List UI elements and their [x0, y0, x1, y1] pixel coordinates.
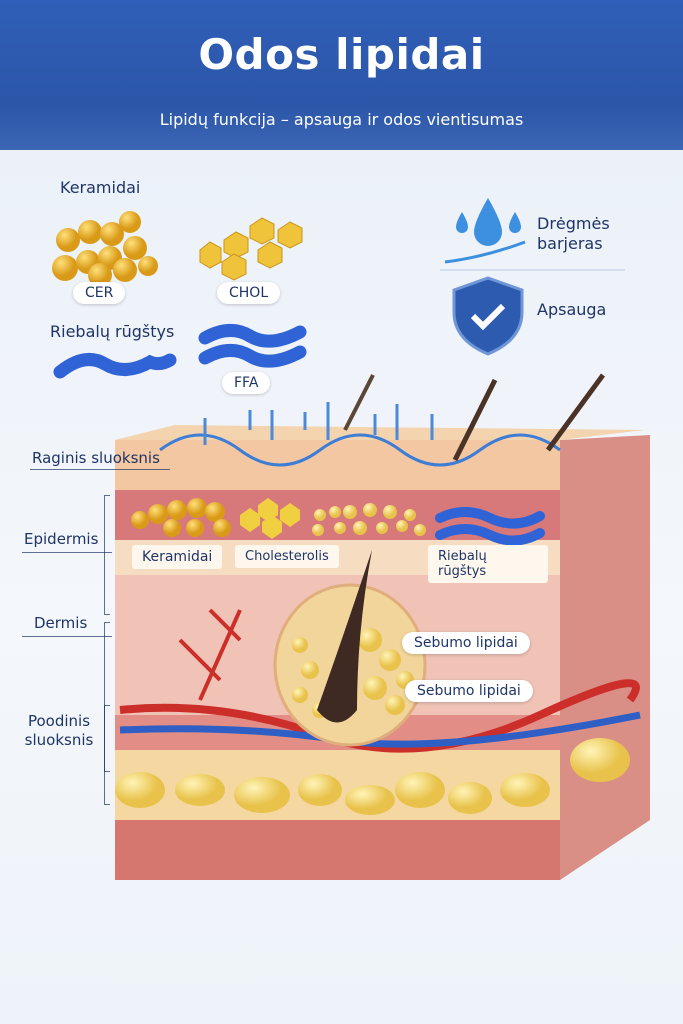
fatty-acids-heading: Riebalų rūgštys [50, 322, 175, 341]
fatty-acid-chain-icon [53, 324, 307, 379]
divider [30, 469, 170, 470]
divider [22, 636, 112, 637]
cholesterol-hexagon-icon [199, 217, 303, 281]
epidermis-bracket [104, 495, 110, 615]
header-banner: Odos lipidai Lipidų funkcija – apsauga i… [0, 0, 683, 150]
layer-label-dermis: Dermis [34, 614, 88, 632]
page-title: Odos lipidai [198, 30, 485, 79]
tag-ceramides: Keramidai [132, 545, 223, 569]
ffa-badge: FFA [222, 372, 271, 394]
ceramides-heading: Keramidai [60, 178, 141, 197]
shield-check-icon [452, 276, 524, 356]
layer-label-epidermis: Epidermis [24, 530, 99, 548]
subcutis-bracket [104, 705, 110, 805]
tag-fatty-acids: Riebalų rūgštys [428, 545, 548, 583]
tag-sebum-1: Sebumo lipidai [402, 632, 530, 654]
chol-badge: CHOL [217, 282, 281, 304]
tag-cholesterol: Cholesterolis [235, 545, 339, 568]
divider [22, 552, 112, 553]
protection-label: Apsauga [537, 300, 607, 319]
layer-label-stratum: Raginis sluoksnis [32, 449, 160, 467]
ceramide-cluster-icon [52, 211, 158, 287]
cer-badge: CER [73, 282, 126, 304]
water-drop-icon [444, 198, 526, 264]
moisture-barrier-label: Drėgmės barjeras [537, 214, 610, 253]
page-subtitle: Lipidų funkcija – apsauga ir odos vienti… [159, 110, 524, 129]
moisture-wave [159, 433, 561, 467]
tag-sebum-2: Sebumo lipidai [405, 680, 533, 702]
layer-label-subcutis: Poodinis sluoksnis [24, 712, 94, 749]
dermis-bracket [104, 622, 110, 772]
skin-block [115, 373, 650, 880]
